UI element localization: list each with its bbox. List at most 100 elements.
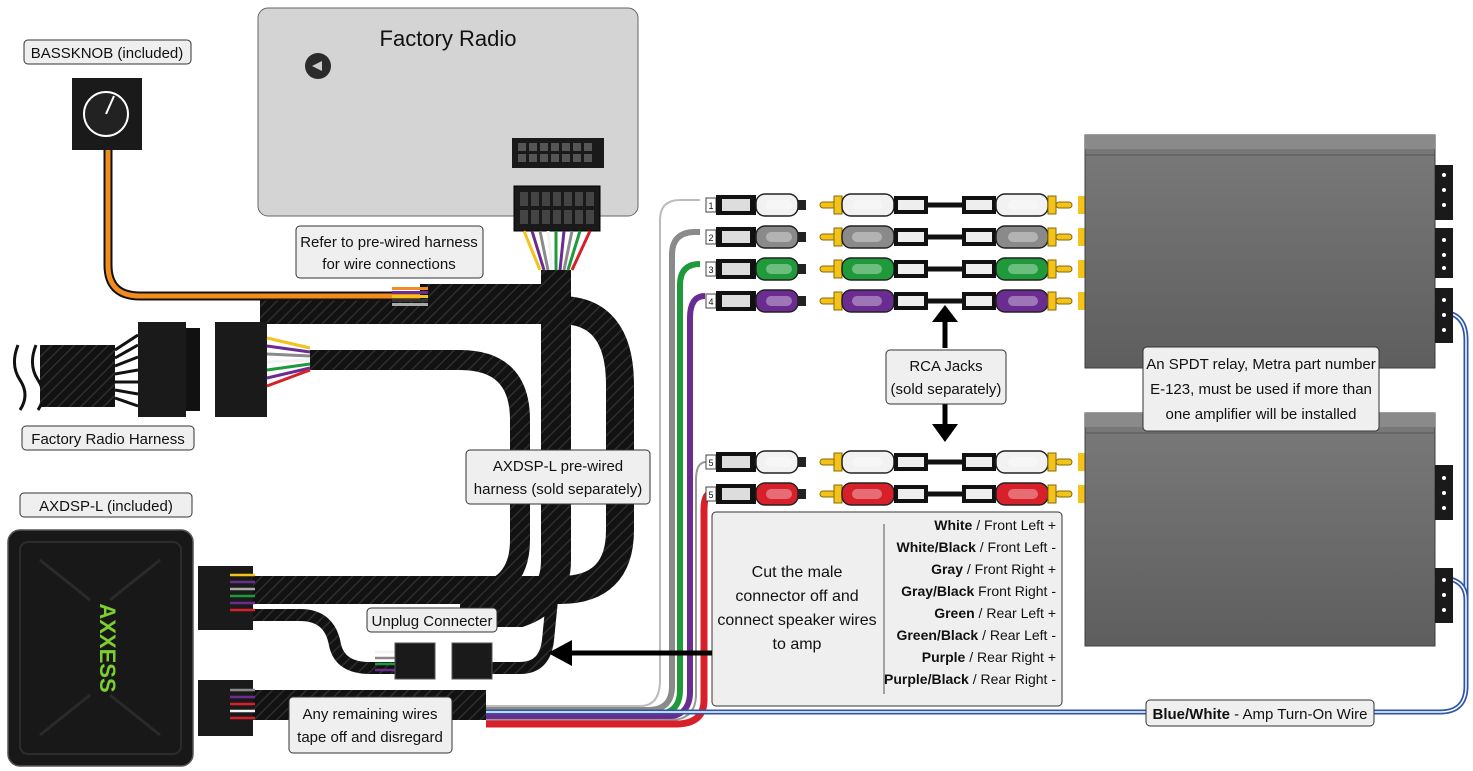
rca-gold-pin [1055,458,1073,466]
rca-gold-collar [833,291,843,311]
amp-rca-input [1078,196,1086,214]
rca-gold-pin [1055,297,1073,305]
refer-label-line1: Refer to pre-wired harness [300,234,478,251]
rca-cable-plug-highlight [1008,489,1038,499]
refer-label-box [295,225,484,279]
legend-line: Purple/Black / Rear Right - [884,671,1056,687]
cut-label-line1: Cut the male [752,564,843,581]
cut-label-line3: connect speaker wires [717,612,876,629]
legend-line: White/Black / Front Left - [897,539,1057,555]
wire-gray [486,229,700,713]
rca-jack-tip [798,296,806,306]
rca-channel-number: 5 [708,490,713,500]
rca-callout: RCA Jacks (sold separately) [885,305,1007,442]
amplifier-top [1084,134,1453,369]
rca-cable-grip-ridges [966,296,992,306]
legend-line: Gray / Front Right + [931,561,1056,577]
rca-label-line2: (sold separately) [891,381,1002,398]
legend-wire-color: Gray/Black [901,583,974,599]
unplug-label-box [366,607,498,633]
rca-gold-collar [1047,484,1057,504]
factory-radio: Factory Radio [257,7,639,217]
prewired-label-line2: harness (sold separately) [474,481,642,498]
legend-wire-function: / Rear Left + [975,605,1056,621]
axdsp-port-top [198,566,253,630]
rca-gold-collar [833,195,843,215]
relay-label-box [1142,346,1380,432]
rca-row: 4 [705,289,1086,313]
rca-jack-highlight [766,264,792,274]
relay-label-line1: An SPDT relay, Metra part number [1146,356,1376,373]
legend-line: Green / Rear Left + [934,605,1056,621]
remaining-label-line1: Any remaining wires [302,706,437,723]
turn-on-label-bold: Blue/White [1152,706,1230,723]
legend-wire-function: / Rear Right + [965,649,1056,665]
legend-wire-color: Green [934,605,974,621]
rca-cable-plug-highlight [1008,296,1038,306]
legend-wire-function: / Rear Right - [969,671,1056,687]
cut-label-line4: to amp [773,636,822,653]
rca-cable-plug-highlight [1008,232,1038,242]
rca-jack-ridges [722,295,750,307]
cut-label-line2: connector off and [735,588,858,605]
harness-loom-trunk [460,270,571,627]
rca-jack-highlight [766,296,792,306]
rca-gold-collar [1047,259,1057,279]
legend-box [711,511,1063,707]
rca-cable-plug-highlight [1008,457,1038,467]
rca-cable-plug-highlight [1008,264,1038,274]
rca-cable-grip-ridges [898,489,924,499]
rca-jack-ridges [722,199,750,211]
legend-lines: White / Front Left +White/Black / Front … [884,517,1056,687]
rca-row: 1 [705,193,1086,217]
rca-gold-pin [1055,233,1073,241]
rca-cable-grip-ridges [966,489,992,499]
speaker-wires [486,199,713,728]
rca-gold-collar [1047,227,1057,247]
speaker-wire-legend: Cut the male connector off and connect s… [711,511,1063,707]
axdsp-label: AXDSP-L (included) [39,498,173,515]
amp-bottom-body [1084,412,1436,647]
rca-cable-grip-ridges [966,200,992,210]
harness-loom-outer [250,296,634,604]
legend-wire-function: / Front Left - [976,539,1056,555]
axxess-logo: AXXESS [95,603,120,692]
harness-loom-unplug-right [490,599,558,674]
relay-label-line3: one amplifier will be installed [1166,406,1357,423]
rca-jack-ridges [722,231,750,243]
bassknob-label-box [23,39,192,65]
rca-cable-grip-ridges [898,232,924,242]
unplug-plug-right [451,642,493,680]
rca-jack-ridges [722,263,750,275]
harness-loom-bass [420,284,570,314]
radio-plug [513,185,601,271]
legend-line: Purple / Rear Right + [922,649,1056,665]
legend-line: Gray/Black Front Right - [901,583,1056,599]
factory-radio-harness-label: Factory Radio Harness [31,431,184,448]
rca-cable-grip-ridges [898,457,924,467]
legend-wire-function: / Front Right + [963,561,1056,577]
rca-jack-tip [798,489,806,499]
rca-label-box [885,349,1007,405]
factory-radio-harness-label-box [21,425,195,451]
rca-cable-grip-ridges [898,264,924,274]
amp-rca-input [1078,485,1086,503]
rca-jack-tip [798,264,806,274]
rca-cable-plug-highlight [852,232,882,242]
rca-gold-pin [1055,201,1073,209]
prewired-label-box [465,449,651,505]
rca-cable-plug-highlight [852,296,882,306]
bassknob-label: BASSKNOB (included) [31,45,184,62]
factory-radio-harness: Factory Radio Harness [13,322,311,451]
rca-cable-plug-highlight [852,489,882,499]
axdsp-module: AXDSP-L (included) AXXESS [7,492,255,767]
remaining-label-box [288,696,453,754]
rca-jack-ridges [722,488,750,500]
rca-jack-highlight [766,489,792,499]
rca-jack-tip [798,200,806,210]
relay-label-line2: E-123, must be used if more than [1150,381,1372,398]
axdsp-body [7,529,194,767]
rca-gold-pin [1055,265,1073,273]
